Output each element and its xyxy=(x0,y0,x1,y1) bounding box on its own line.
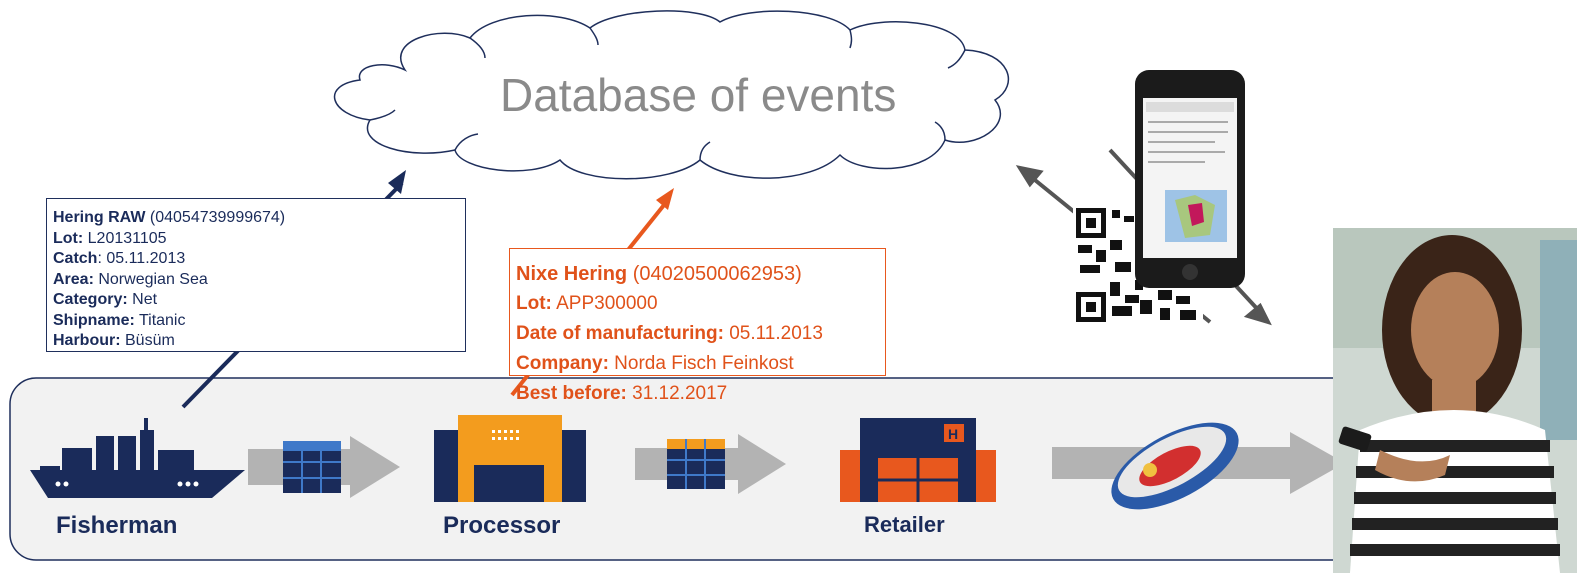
raw-shipname-line: Shipname: Titanic xyxy=(53,311,285,332)
raw-shipname-value: Titanic xyxy=(134,311,186,329)
cloud-title: Database of events xyxy=(500,69,897,121)
stage-label-retailer: Retailer xyxy=(864,512,945,537)
cloud-shape xyxy=(333,10,1010,180)
raw-category-label: Category: xyxy=(53,291,128,308)
processor-product-gtin: (04020500062953) xyxy=(627,263,802,285)
raw-lot-line: Lot: L20131105 xyxy=(53,229,285,250)
raw-catch-line: Catch: 05.11.2013 xyxy=(53,249,285,270)
processor-lot-label: Lot: xyxy=(516,293,552,314)
processor-best-before-label: Best before: xyxy=(516,383,627,404)
processor-company-line: Company: Norda Fisch Feinkost xyxy=(516,349,823,379)
consumer-photo xyxy=(1333,228,1577,573)
raw-product-gtin: (04054739999674) xyxy=(145,209,286,226)
fish-can-icon xyxy=(1111,422,1239,510)
raw-catch-value: : 05.11.2013 xyxy=(97,250,186,267)
raw-product-label: Hering RAW xyxy=(53,209,146,226)
processor-info-box xyxy=(509,248,886,376)
raw-shipname-label: Shipname: xyxy=(53,311,135,329)
processor-lot-value: APP300000 xyxy=(551,293,658,314)
raw-product-line: Hering RAW (04054739999674) xyxy=(53,208,285,229)
pallet-icon xyxy=(283,441,341,493)
processor-product-line: Nixe Hering (04020500062953) xyxy=(516,259,823,289)
raw-harbour-value: Büsüm xyxy=(120,332,175,349)
raw-area-value: Norwegian Sea xyxy=(93,270,208,288)
raw-area-line: Area: Norwegian Sea xyxy=(53,270,285,291)
processor-lot-line: Lot: APP300000 xyxy=(516,289,823,319)
raw-lot-label: Lot: xyxy=(53,229,84,247)
raw-category-value: Net xyxy=(127,291,158,308)
pallet-icon-2 xyxy=(667,439,725,489)
raw-catch-label: Catch xyxy=(53,250,98,267)
smartphone-icon xyxy=(1135,70,1245,288)
processor-company-value: Norda Fisch Feinkost xyxy=(608,353,794,374)
raw-harbour-line: Harbour: Büsüm xyxy=(53,331,285,352)
factory-icon xyxy=(434,415,586,502)
processor-best-before-value: 31.12.2017 xyxy=(626,383,728,404)
processor-company-label: Company: xyxy=(516,353,609,374)
processor-date-label: Date of manufacturing: xyxy=(516,323,724,344)
stage-label-processor: Processor xyxy=(443,512,561,539)
processor-product-label: Nixe Hering xyxy=(516,263,628,285)
store-icon: H xyxy=(840,418,996,502)
processor-info-text: Nixe Hering (04020500062953) Lot: APP300… xyxy=(516,259,823,409)
raw-area-label: Area: xyxy=(53,270,94,288)
raw-harbour-label: Harbour: xyxy=(53,332,121,349)
svg-text:H: H xyxy=(948,426,958,442)
raw-product-info-box xyxy=(46,198,466,352)
processor-best-before-line: Best before: 31.12.2017 xyxy=(516,379,823,409)
stage-label-fisherman: Fisherman xyxy=(56,512,178,539)
processor-date-value: 05.11.2013 xyxy=(723,323,823,344)
raw-category-line: Category: Net xyxy=(53,290,285,311)
ship-icon xyxy=(30,418,245,498)
raw-product-info-text: Hering RAW (04054739999674) Lot: L201311… xyxy=(53,208,285,352)
processor-date-line: Date of manufacturing: 05.11.2013 xyxy=(516,319,823,349)
raw-lot-value: L20131105 xyxy=(83,229,167,247)
